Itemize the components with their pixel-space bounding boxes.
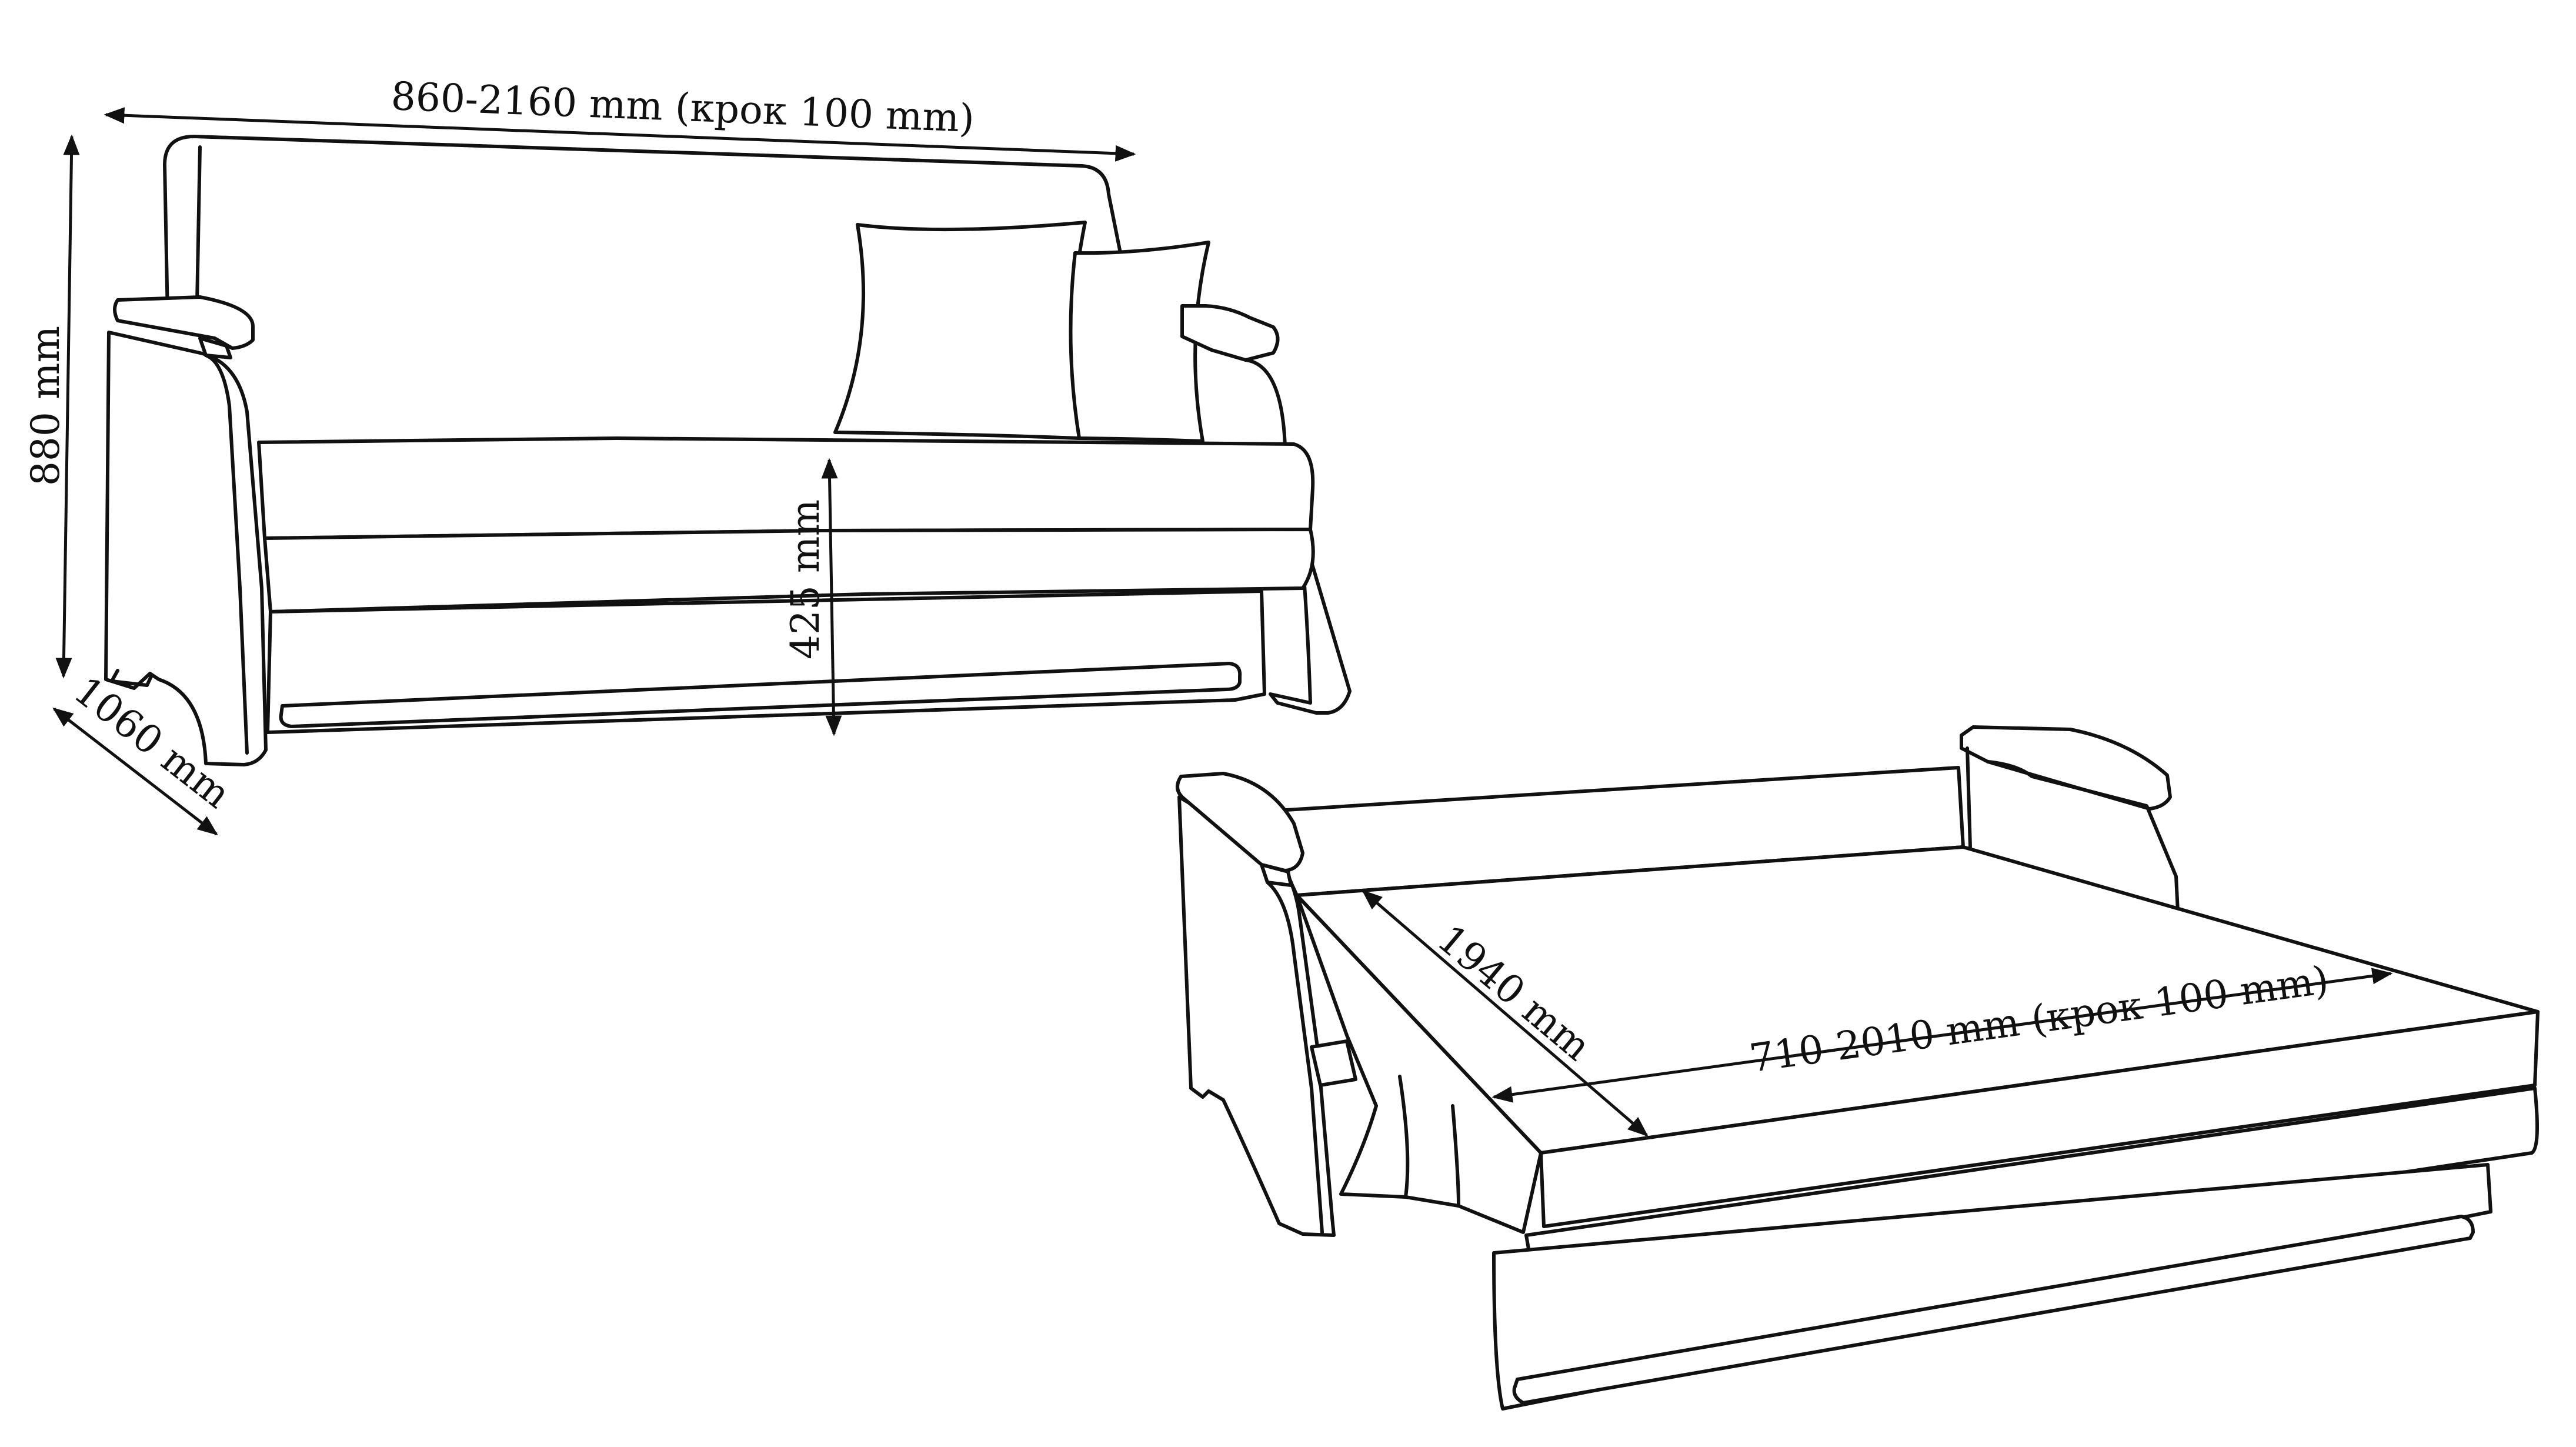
left-armrest-cap (198, 336, 232, 359)
dimension-annotations (52, 107, 2393, 1137)
sofa-backrest-inner (195, 145, 202, 305)
bed-right-armrest-post (1966, 746, 1972, 849)
sofa-open-drawing (1176, 725, 2540, 1411)
left-armrest-side (104, 331, 268, 766)
seat-height-dimension-line (821, 458, 842, 736)
left-armrest-inner-edge (204, 354, 249, 755)
bed-left-armrest-cap (1260, 863, 1293, 887)
pillow-small (1069, 241, 1210, 443)
bed-left-armrest-inner-edge (1266, 881, 1324, 1234)
height-label: 880 mm (23, 326, 68, 486)
pillow-large (833, 221, 1087, 440)
sofa-closed-drawing (104, 135, 1352, 766)
width-label: 860-2160 mm (крок 100 mm) (391, 74, 976, 141)
width-dimension-line (104, 107, 1136, 162)
left-armrest-top (113, 295, 255, 350)
height-dimension-line (55, 134, 80, 679)
bed-width-dimension-line (1491, 968, 2393, 1103)
bed-left-armrest-panel (1310, 1039, 1357, 1087)
seat-height-label: 425 mm (783, 499, 828, 659)
bed-base-slot (1512, 1215, 2475, 1405)
bed-left-armrest-top (1176, 772, 1304, 872)
bed-right-armrest-leg (1986, 760, 2181, 937)
sofa-base-slot (279, 662, 1242, 728)
left-armrest-foot (110, 669, 154, 687)
depth-dimension-line (52, 707, 218, 836)
seat-front (263, 528, 1315, 614)
bed-right-armrest (1960, 725, 2172, 811)
right-armrest (1180, 304, 1280, 362)
